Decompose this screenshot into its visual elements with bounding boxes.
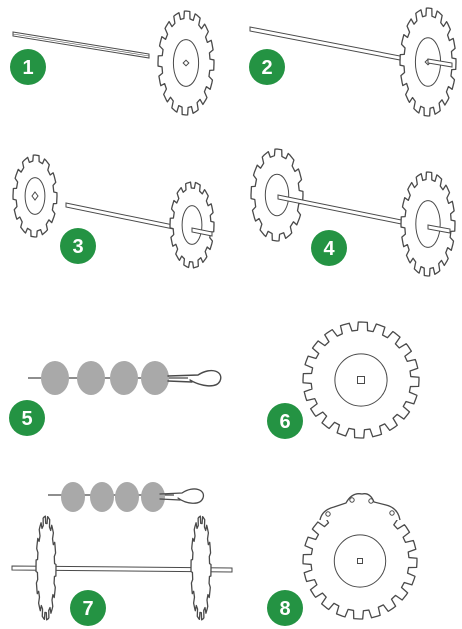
- wheel-outline: [191, 516, 211, 620]
- toothed-wheel: [401, 172, 455, 276]
- toothed-wheel-front: [303, 322, 419, 438]
- washer: [61, 482, 85, 512]
- step-badge-3: 3: [60, 228, 96, 264]
- step-badge-8: 8: [267, 590, 303, 626]
- washer: [115, 482, 139, 512]
- step-number: 6: [279, 411, 290, 433]
- wheel-outline: [251, 149, 303, 241]
- step-badge-6: 6: [267, 403, 303, 439]
- step-5-illustration: [28, 361, 221, 395]
- step-badge-5: 5: [9, 400, 45, 436]
- step-number: 7: [82, 598, 93, 620]
- step-badge-1: 1: [10, 49, 46, 85]
- toothed-wheel-front: [303, 503, 417, 619]
- step-7-illustration: [12, 482, 232, 620]
- step-3-illustration: [13, 155, 214, 268]
- toothed-wheel: [170, 182, 214, 268]
- washer: [41, 361, 69, 395]
- step-number: 5: [21, 408, 32, 430]
- wheel-outline: [13, 155, 57, 237]
- step-8-illustration: [303, 494, 417, 619]
- toothed-wheel: [36, 516, 56, 620]
- toothed-wheel: [191, 516, 211, 620]
- wheel-outline: [158, 11, 214, 115]
- cotter-pin: [160, 489, 203, 503]
- step-4-illustration: [251, 149, 455, 276]
- washer: [110, 361, 138, 395]
- step-badge-4: 4: [311, 230, 347, 266]
- step-6-illustration: [303, 322, 419, 438]
- washer: [77, 361, 105, 395]
- washer: [141, 482, 165, 512]
- wheel-outline: [401, 172, 455, 276]
- wheel-outline: [170, 182, 214, 268]
- toothed-wheel-notched: [251, 149, 303, 241]
- step-number: 4: [323, 238, 335, 260]
- step-number: 2: [261, 57, 272, 79]
- washer: [141, 361, 169, 395]
- wheel-outline: [36, 516, 56, 620]
- notched-rim: [320, 494, 400, 520]
- step-badge-2: 2: [249, 49, 285, 85]
- toothed-wheel: [158, 11, 214, 115]
- step-number: 1: [22, 57, 33, 79]
- washer: [90, 482, 114, 512]
- step-number: 3: [72, 236, 83, 258]
- step-badge-7: 7: [70, 590, 106, 626]
- wheel-outline: [303, 322, 419, 438]
- toothed-wheel-notched: [13, 155, 57, 237]
- step-number: 8: [279, 598, 290, 620]
- wheel-outline: [303, 503, 417, 619]
